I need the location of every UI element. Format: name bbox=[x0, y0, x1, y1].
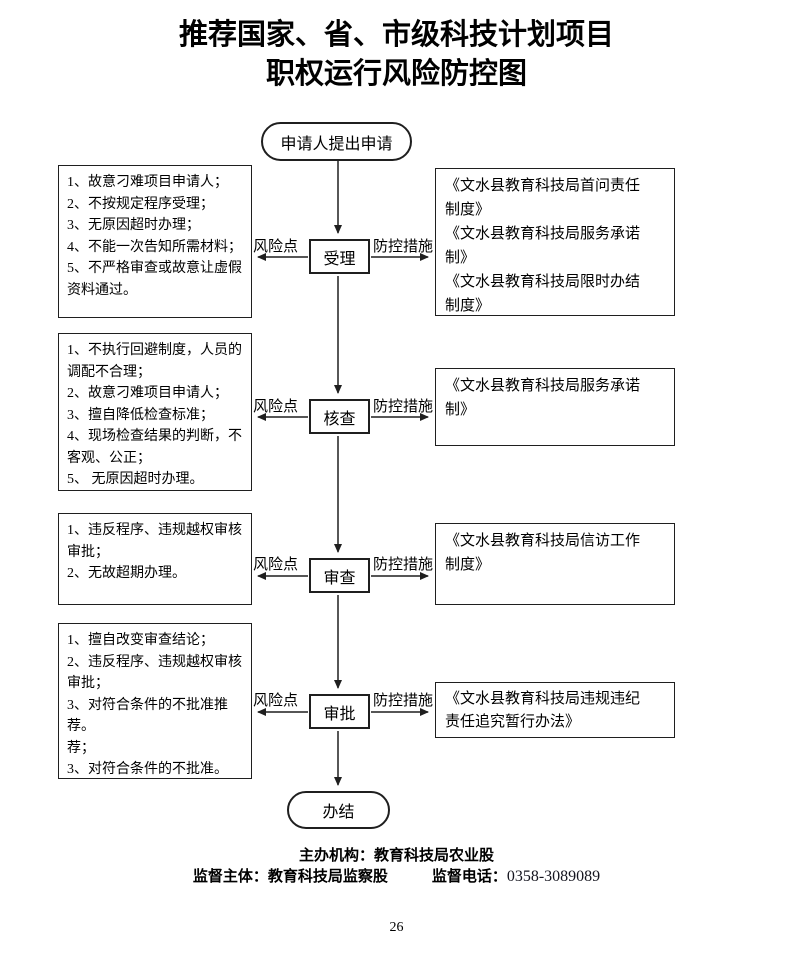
step-node-shouli: 受理 bbox=[309, 239, 370, 274]
page-title: 推荐国家、省、市级科技计划项目 职权运行风险防控图 bbox=[0, 16, 793, 94]
control-box-shencha: 《文水县教育科技局信访工作制度》 bbox=[435, 523, 675, 605]
control-box-shouli: 《文水县教育科技局首问责任制度》 《文水县教育科技局服务承诺制》 《文水县教育科… bbox=[435, 168, 675, 316]
step-label-shouli: 受理 bbox=[323, 250, 356, 268]
risk-point-label-row3: 风险点 bbox=[253, 557, 299, 573]
step-label-shencha: 审查 bbox=[323, 569, 356, 587]
flow-end-label: 办结 bbox=[322, 804, 355, 821]
risk-point-label-row4: 风险点 bbox=[253, 693, 299, 709]
step-node-shenpi: 审批 bbox=[309, 694, 370, 729]
flow-start-node: 申请人提出申请 bbox=[261, 122, 412, 161]
step-label-hecha: 核查 bbox=[323, 410, 356, 428]
title-line-2: 职权运行风险防控图 bbox=[265, 58, 527, 90]
step-node-hecha: 核查 bbox=[309, 399, 370, 434]
control-box-shenpi: 《文水县教育科技局违规违纪责任追究暂行办法》 bbox=[435, 682, 675, 738]
risk-box-shenpi: 1、擅自改变审查结论； 2、违反程序、违规越权审核审批； 3、对符合条件的不批准… bbox=[58, 623, 252, 779]
control-box-hecha: 《文水县教育科技局服务承诺制》 bbox=[435, 368, 675, 446]
title-line-1: 推荐国家、省、市级科技计划项目 bbox=[178, 19, 614, 51]
risk-point-label-row1: 风险点 bbox=[253, 239, 299, 255]
footer-phone-label: 监督电话： bbox=[431, 868, 507, 885]
footer-supervisor: 监督主体：教育科技局监察股 bbox=[192, 868, 388, 885]
flow-start-label: 申请人提出申请 bbox=[280, 135, 393, 153]
footer-supervision-line: 监督主体：教育科技局监察股 监督电话：0358-3089089 bbox=[0, 865, 793, 886]
flow-end-node: 办结 bbox=[287, 791, 390, 829]
control-measure-label-row1: 防控措施 bbox=[373, 239, 434, 255]
risk-box-shencha: 1、违反程序、违规越权审核审批； 2、无故超期办理。 bbox=[58, 513, 252, 605]
page-number: 26 bbox=[389, 920, 404, 935]
risk-box-hecha: 1、不执行回避制度，人员的调配不合理； 2、故意刁难项目申请人； 3、擅自降低检… bbox=[58, 333, 252, 491]
footer-organizer: 主办机构：教育科技局农业股 bbox=[298, 847, 494, 864]
control-measure-label-row3: 防控措施 bbox=[373, 557, 434, 573]
control-measure-label-row4: 防控措施 bbox=[373, 693, 434, 709]
step-label-shenpi: 审批 bbox=[323, 705, 356, 723]
control-measure-label-row2: 防控措施 bbox=[373, 399, 434, 415]
footer-phone-number: 0358-3089089 bbox=[506, 868, 601, 885]
risk-point-label-row2: 风险点 bbox=[253, 399, 299, 415]
footer-organizer-line: 主办机构：教育科技局农业股 bbox=[0, 844, 793, 865]
risk-box-shouli: 1、故意刁难项目申请人； 2、不按规定程序受理； 3、无原因超时办理； 4、不能… bbox=[58, 165, 252, 318]
step-node-shencha: 审查 bbox=[309, 558, 370, 593]
